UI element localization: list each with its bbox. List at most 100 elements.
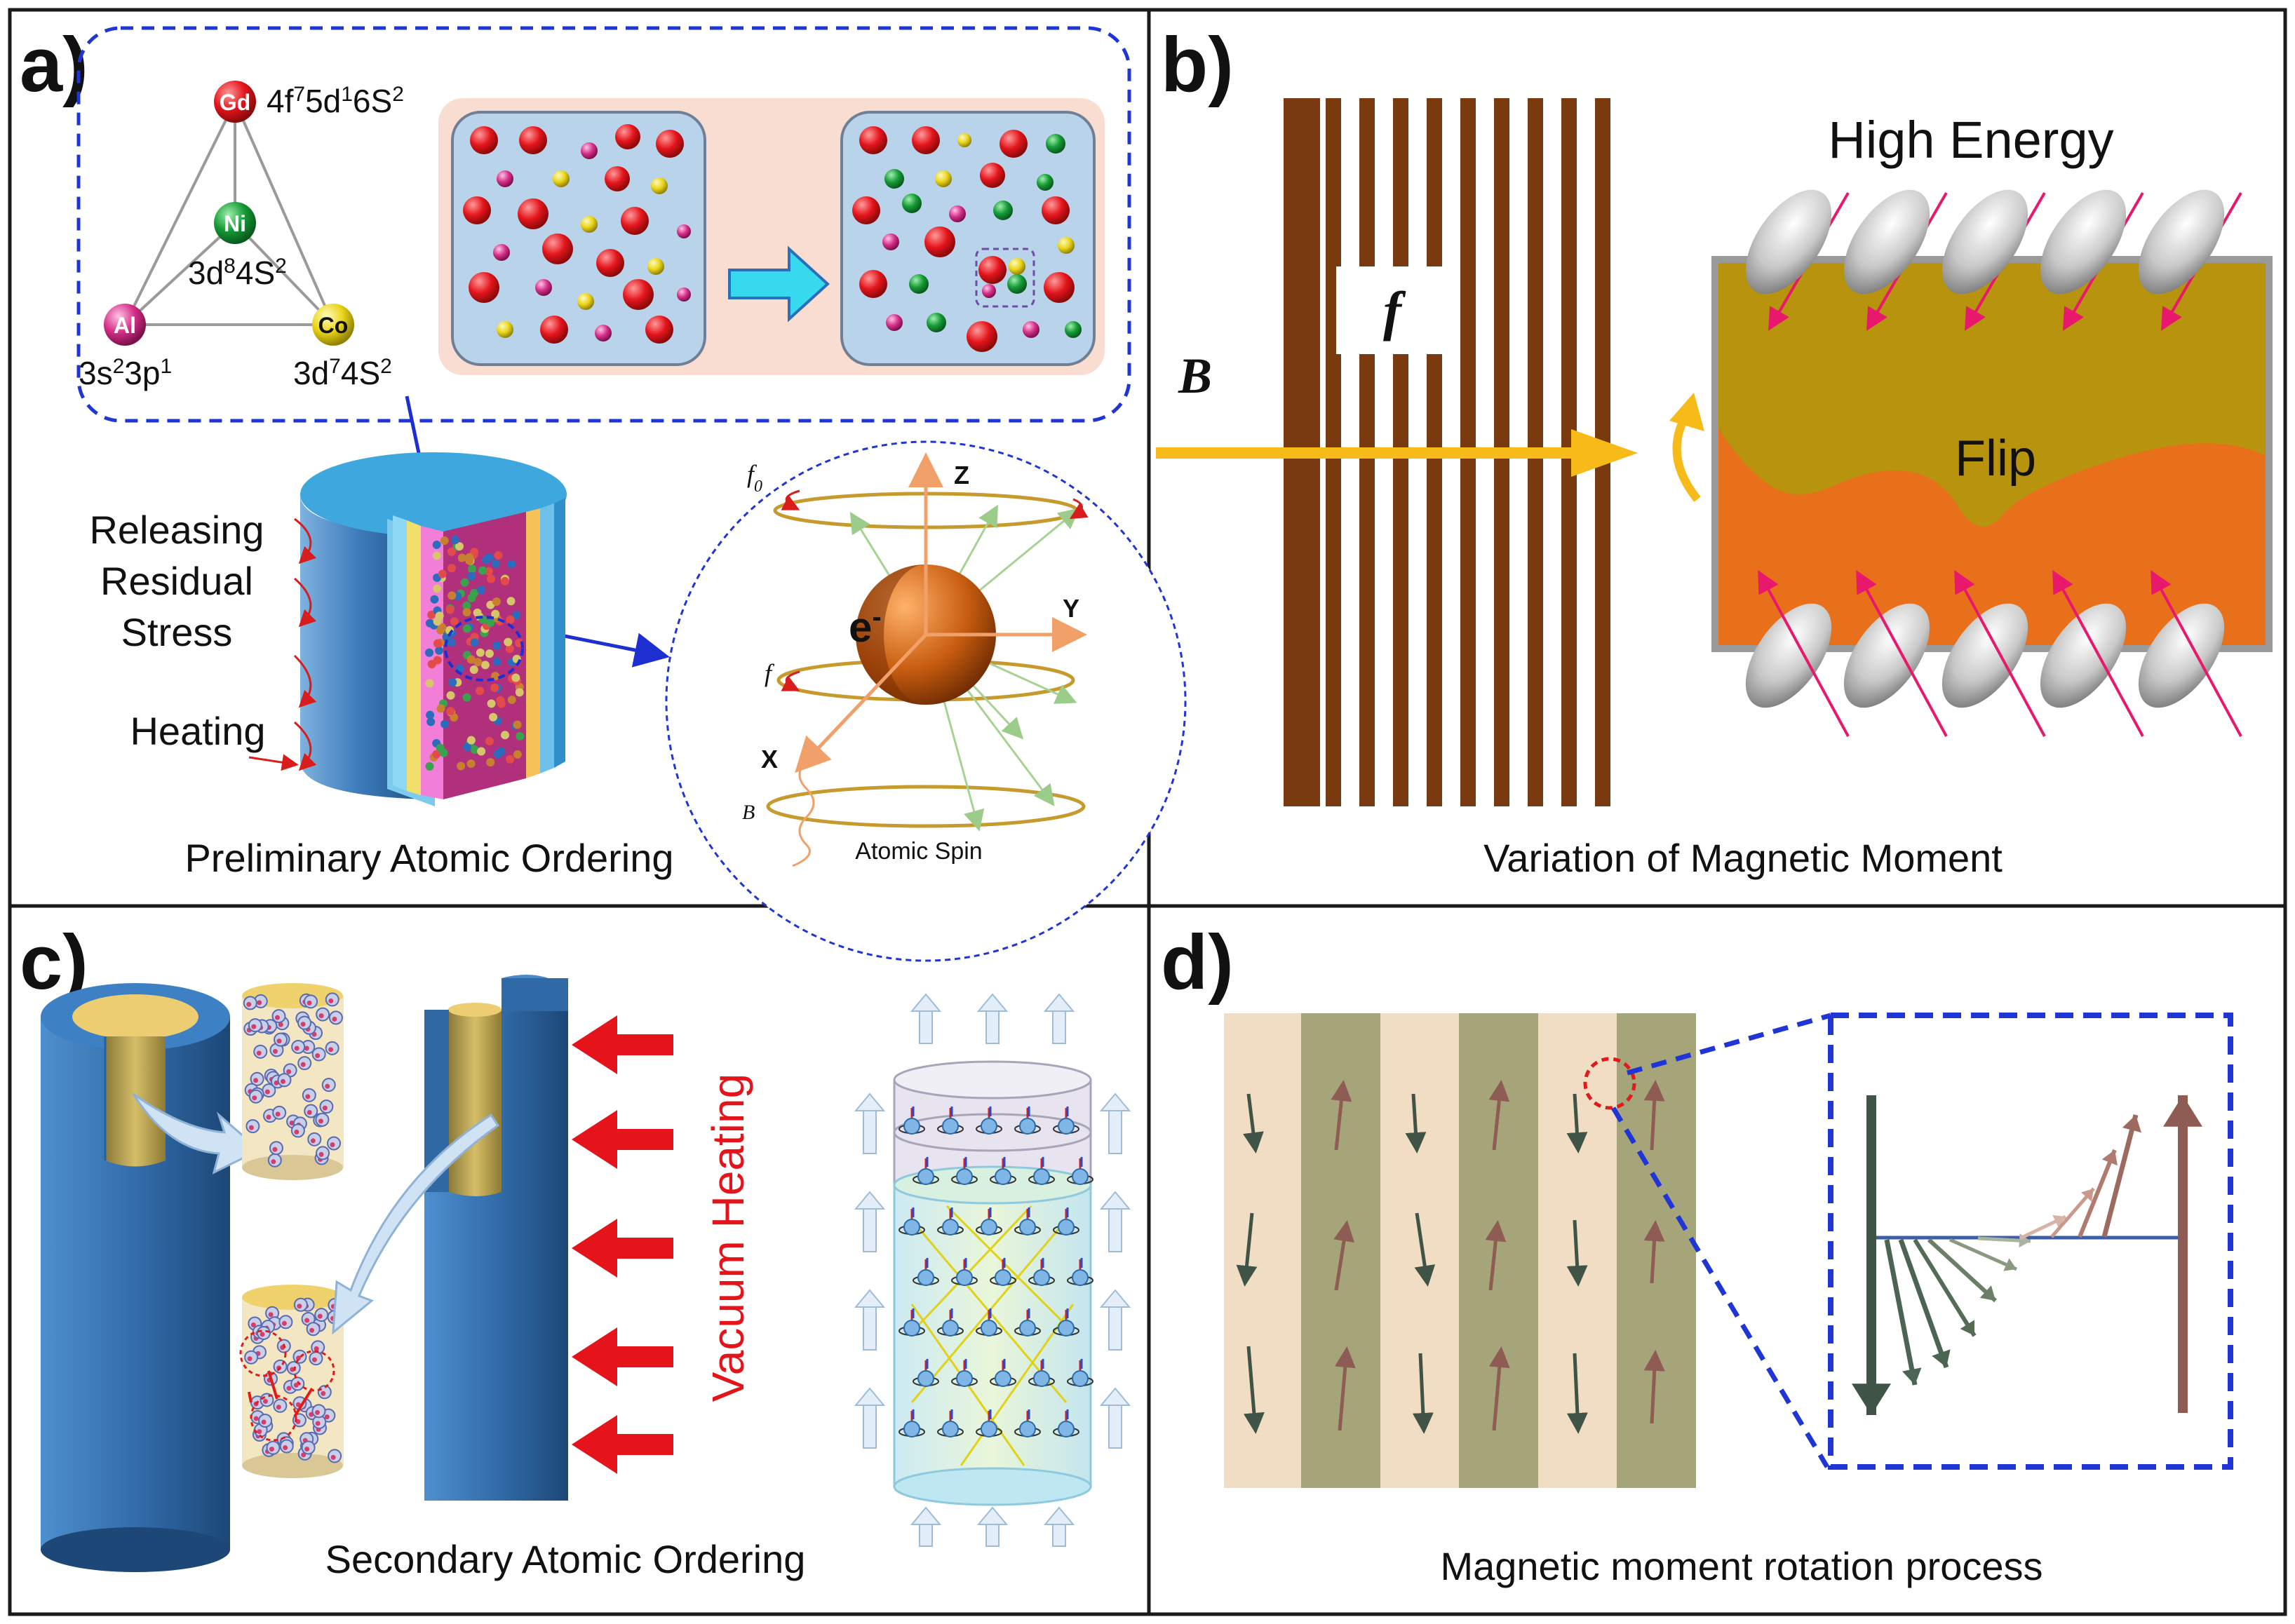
atom-core <box>250 1322 256 1327</box>
panel-d: d) Magnetic moment rotation process <box>1161 919 2233 1588</box>
atom-dot <box>470 126 498 154</box>
atom-dot <box>500 576 509 586</box>
atom-core <box>272 1146 278 1152</box>
atom-core <box>311 1357 317 1362</box>
atom-dot <box>956 1269 973 1286</box>
heat-arrow-shaft <box>617 1034 673 1055</box>
atom-dot <box>469 665 478 675</box>
spin-ellipse <box>1941 189 2028 295</box>
core-cylinder-ordered <box>239 1285 344 1478</box>
zoom-line-top <box>1627 1013 1831 1076</box>
flow-arrow-head <box>910 1506 942 1525</box>
atom-dot <box>1033 1370 1050 1387</box>
atom-dot <box>935 170 952 187</box>
atom-core <box>318 1118 323 1124</box>
ni-atom-icon <box>214 202 256 244</box>
atom-dot <box>1046 134 1065 154</box>
atom-dot <box>995 1168 1011 1185</box>
atom-core <box>330 1454 336 1460</box>
atom-core <box>280 1078 285 1084</box>
atom-core <box>300 1022 306 1027</box>
atom-dot <box>489 712 498 722</box>
atom-core <box>264 1089 270 1095</box>
spin-ellipse <box>1941 603 2028 708</box>
atom-dot <box>435 611 444 621</box>
atom-dot <box>457 553 466 562</box>
spin-ellipse <box>2138 603 2225 708</box>
atom-dot <box>473 658 483 667</box>
atom-core <box>304 1046 309 1051</box>
spin-ellipse <box>2040 189 2127 295</box>
atom-dot <box>917 1269 934 1286</box>
atom-dot <box>917 1370 934 1387</box>
atom-dot <box>448 678 457 687</box>
spin-ellipse <box>1843 189 1930 295</box>
atom-dot <box>467 564 476 574</box>
atom-core <box>310 1138 316 1144</box>
atom-dot <box>912 126 940 154</box>
atom-core <box>300 1062 306 1067</box>
atom-dot <box>447 591 457 600</box>
atom-core <box>309 1327 315 1333</box>
transition-arrow-icon <box>728 245 830 323</box>
atom-dot <box>425 679 434 688</box>
moment-up-arrow <box>1643 1080 1665 1151</box>
atom-dot <box>487 699 496 708</box>
atom-core <box>304 1446 310 1452</box>
rotation-step-arrow-head <box>1902 1367 1922 1385</box>
atom-dot <box>426 710 435 719</box>
residual-label: Residual <box>100 559 253 603</box>
rotation-step-arrow <box>1927 1238 1998 1303</box>
moment-arrow <box>2151 569 2242 737</box>
atom-dot <box>500 731 509 740</box>
flow-arrow-head <box>854 1387 886 1406</box>
atom-dot <box>440 719 450 729</box>
rotation-step-arrow-head <box>2003 1258 2017 1271</box>
atom-dot <box>884 169 904 189</box>
atom-dot <box>956 1168 973 1185</box>
flow-arrow-shaft <box>863 1109 877 1154</box>
domain-stripe-light <box>1380 1013 1460 1488</box>
atom-dot <box>497 321 513 338</box>
atom-dot <box>486 618 495 627</box>
atom-dot <box>1033 1269 1050 1286</box>
atom-dot <box>513 720 522 729</box>
atom-dot <box>581 216 598 233</box>
flow-arrow-shaft <box>863 1403 877 1449</box>
co-symbol: Co <box>318 313 349 338</box>
spin-ellipse <box>1745 603 1832 708</box>
panel-d-caption: Magnetic moment rotation process <box>1440 1544 2042 1588</box>
atom-dot <box>446 691 455 700</box>
moment-down-arrow <box>1412 1353 1434 1434</box>
spin-ellipse <box>1843 603 1930 708</box>
moment-down-arrow <box>1566 1353 1588 1434</box>
flow-arrow-head <box>910 993 942 1012</box>
atom-core <box>257 1000 262 1006</box>
atom-core <box>253 1078 259 1083</box>
atom-dot <box>957 133 971 147</box>
atom-core <box>274 1015 280 1020</box>
axis-y-label: Y <box>1063 594 1079 623</box>
rotation-step-arrow <box>1898 1238 1949 1369</box>
atom-dot <box>542 234 573 264</box>
atom-core <box>247 1356 253 1362</box>
atom-dot <box>477 586 486 595</box>
atom-dot <box>436 704 445 713</box>
co-config: 3d74S2 <box>293 355 392 392</box>
atom-core <box>314 1346 319 1351</box>
panel-c-caption: Secondary Atomic Ordering <box>325 1537 806 1581</box>
axis-x-label: X <box>761 745 778 773</box>
domain-moment-arrows <box>1236 1080 1665 1434</box>
flow-arrow-head <box>1099 1289 1131 1308</box>
flow-arrow-shaft <box>1108 1109 1122 1154</box>
spin-ellipses-bottom <box>1745 569 2242 737</box>
atom-dot <box>1023 321 1039 338</box>
stress-label: Stress <box>121 610 233 654</box>
moment-up-arrow <box>1331 1080 1352 1151</box>
atom-dot <box>1072 1370 1089 1387</box>
moment-arrow <box>1954 569 2046 737</box>
atom-dot <box>982 284 996 298</box>
heat-arrow-shaft <box>617 1238 673 1259</box>
atom-core <box>304 1318 310 1323</box>
